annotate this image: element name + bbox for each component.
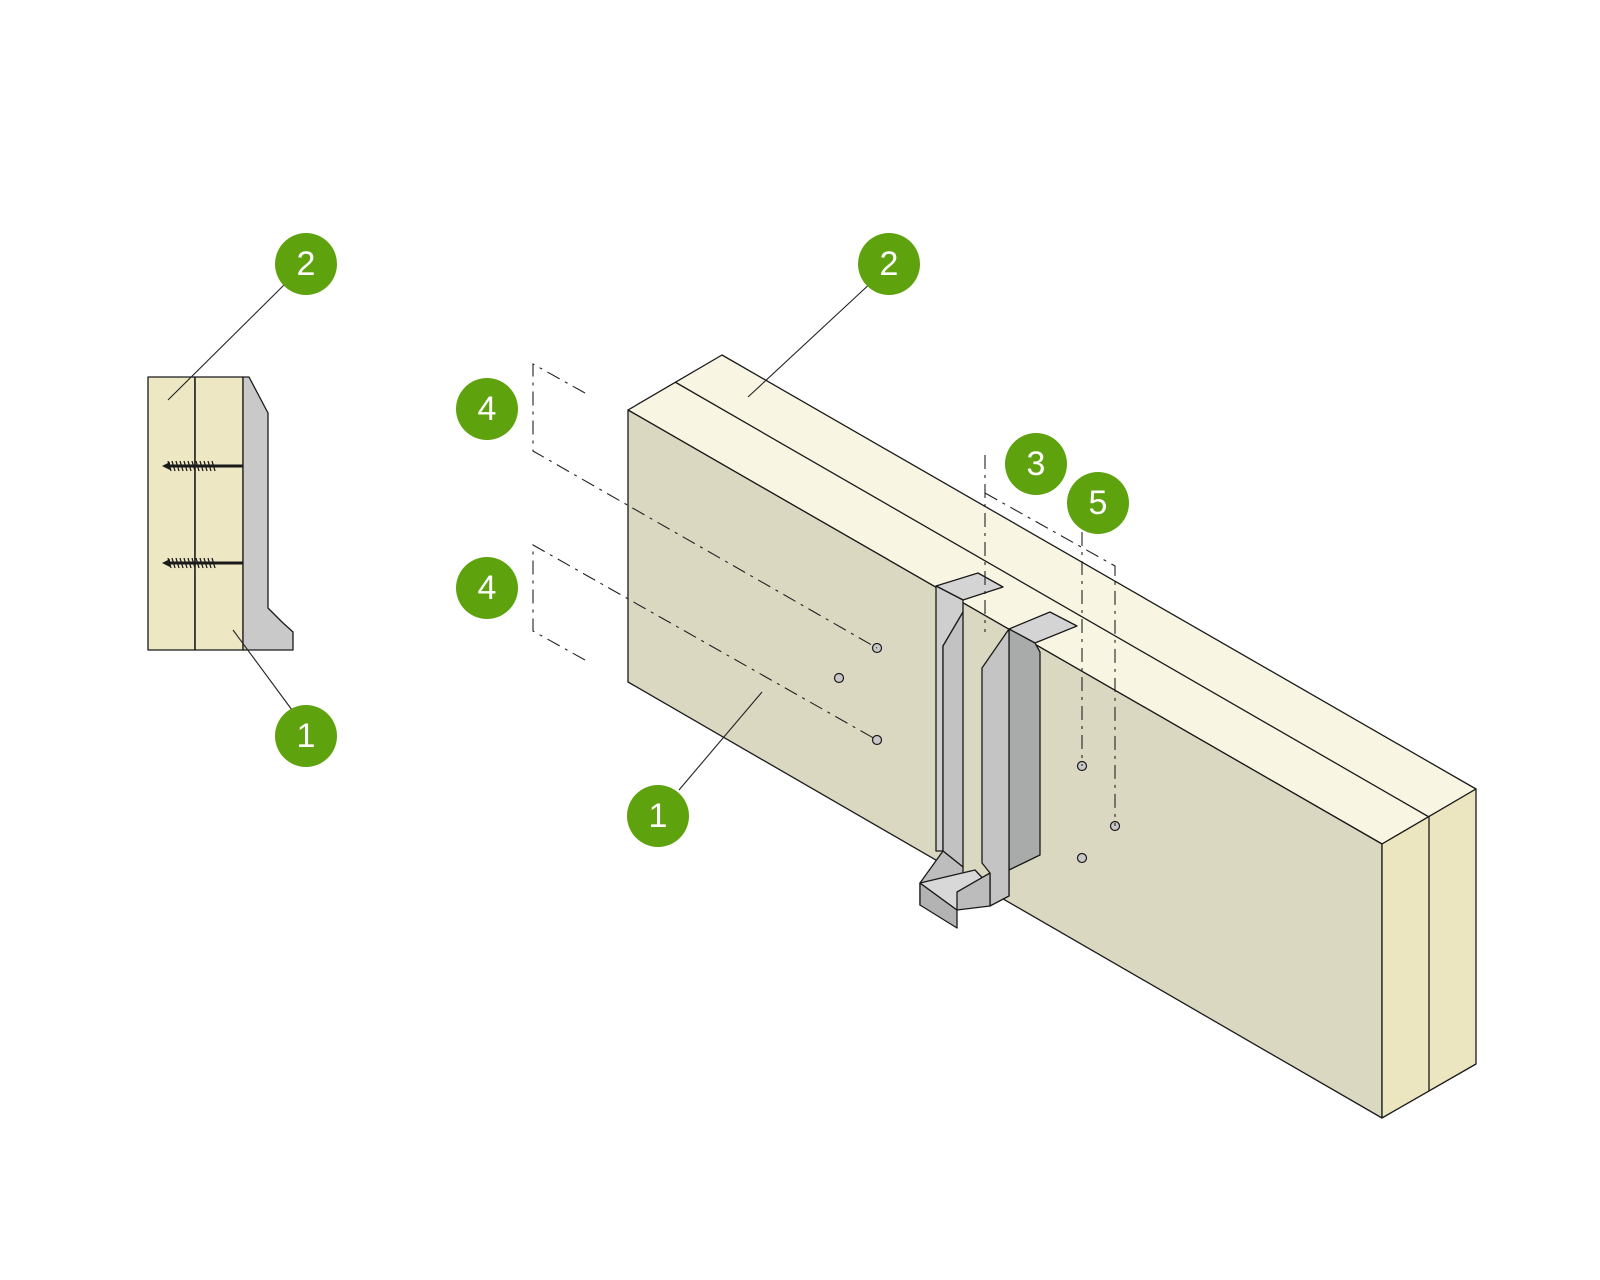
section-leader-1: [232, 629, 293, 711]
section-callout-1: 1: [275, 705, 337, 767]
screw-icon: [162, 460, 243, 472]
iso-callout-4-lower: 4: [456, 557, 518, 619]
svg-text:3: 3: [1027, 445, 1046, 483]
dash-line-4-lower: [532, 544, 878, 741]
svg-text:5: 5: [1089, 484, 1108, 522]
screw-icon: [162, 557, 243, 569]
fastener-icon: [833, 642, 1121, 864]
svg-text:2: 2: [880, 245, 899, 283]
iso-callout-5: 5: [1067, 472, 1129, 534]
svg-text:1: 1: [649, 797, 668, 835]
section-view: [147, 282, 294, 711]
dash-line-4-upper: [532, 363, 878, 649]
iso-view: [532, 279, 1477, 1119]
svg-text:4: 4: [478, 569, 497, 607]
section-leader-2: [167, 282, 287, 401]
svg-text:4: 4: [478, 390, 497, 428]
section-member-outer: [147, 376, 196, 651]
iso-callout-3: 3: [1005, 433, 1067, 495]
section-member-inner: [194, 376, 244, 651]
iso-callout-1: 1: [627, 785, 689, 847]
section-callout-2: 2: [275, 233, 337, 295]
hanger-section-icon: [242, 376, 294, 651]
svg-text:1: 1: [297, 717, 316, 755]
iso-callout-4-upper: 4: [456, 378, 518, 440]
iso-leader-1: [678, 691, 763, 791]
joist-hanger-icon: [919, 572, 1078, 929]
iso-callout-2: 2: [858, 233, 920, 295]
beam-top-lamination-line: [674, 381, 1430, 818]
dash-line-3-horizontal: [984, 492, 1116, 826]
iso-leader-2: [747, 279, 875, 398]
svg-text:2: 2: [297, 245, 316, 283]
